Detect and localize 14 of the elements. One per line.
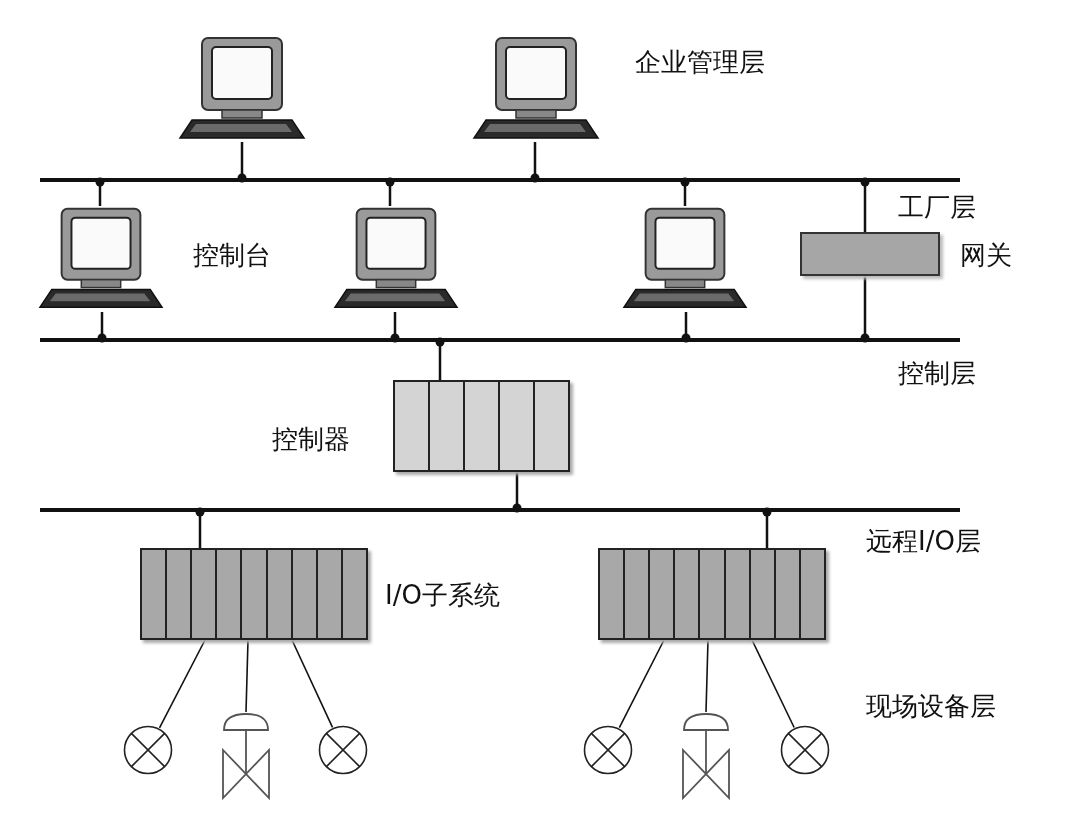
gateway-label: 网关 <box>960 240 1012 270</box>
connector-line <box>751 639 795 729</box>
connector-line <box>158 639 206 729</box>
connector-line <box>705 639 709 713</box>
layer-label: 工厂层 <box>898 192 976 222</box>
console-label: 控制台 <box>193 240 271 270</box>
connector-line <box>291 639 334 729</box>
connector-line <box>618 639 665 729</box>
layer-label: 企业管理层 <box>635 47 765 77</box>
io-subsystem-label: I/O子系统 <box>385 580 500 610</box>
connector-line <box>245 639 249 713</box>
layer-label: 远程I/O层 <box>866 526 981 556</box>
controller-label: 控制器 <box>272 424 350 454</box>
layer-label: 现场设备层 <box>866 691 996 721</box>
